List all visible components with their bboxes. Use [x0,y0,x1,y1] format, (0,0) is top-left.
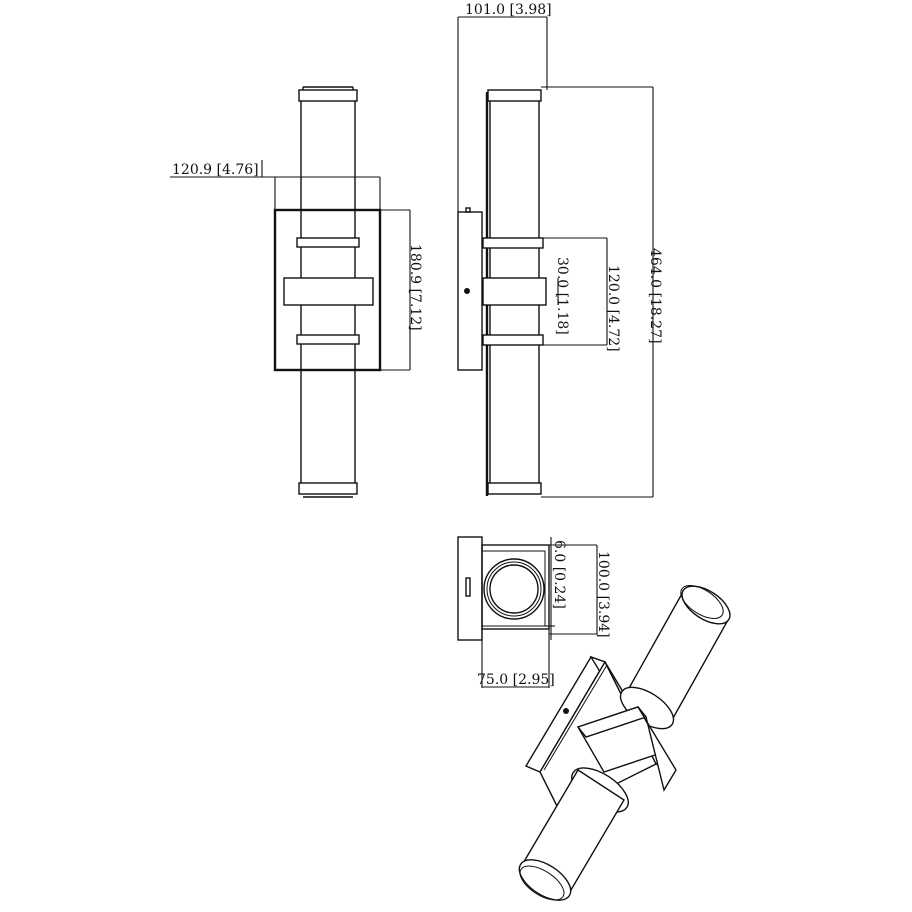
front-view: 120.9 [4.76] 180.9 [7.12] [170,86,423,498]
side-clamp-height-label: 30.0 [1.18] [554,257,570,335]
side-depth-label: 101.0 [3.98] [465,2,552,18]
top-view: 6.0 [0.24] 100.0 [3.94] 75.0 [2.95] [457,536,611,688]
side-arm-height-label: 120.0 [4.72] [605,265,621,352]
side-clamp [482,277,547,306]
top-inset-label: 6.0 [0.24] [551,540,567,609]
side-screw-icon [464,288,470,294]
front-width-label: 120.9 [4.76] [172,162,259,178]
side-view: 101.0 [3.98] 464.0 [18.27] 120.0 [4.72] … [457,2,663,498]
iso-lower-cap [518,859,572,901]
side-lower-ring [482,334,544,346]
side-height-label: 464.0 [18.27] [647,248,663,344]
front-upper-ring [296,237,360,248]
isometric-view [518,585,731,901]
front-clamp [283,277,374,306]
front-top-cap [298,89,358,102]
top-height-label: 100.0 [3.94] [595,551,611,638]
top-slot-icon [465,577,471,597]
iso-upper-cap [681,585,731,625]
front-backplate [273,208,382,372]
side-upper-ring [482,237,544,249]
top-depth-label: 75.0 [2.95] [477,672,555,688]
top-tube-outer [483,558,545,620]
front-lower-ring [296,334,360,345]
top-tube-inner [489,564,539,614]
front-bottom-cap [298,482,358,495]
side-bottom-cap [487,482,542,495]
side-top-cap [487,89,542,102]
iso-screw-icon [563,708,569,714]
front-height-label: 180.9 [7.12] [407,244,423,331]
